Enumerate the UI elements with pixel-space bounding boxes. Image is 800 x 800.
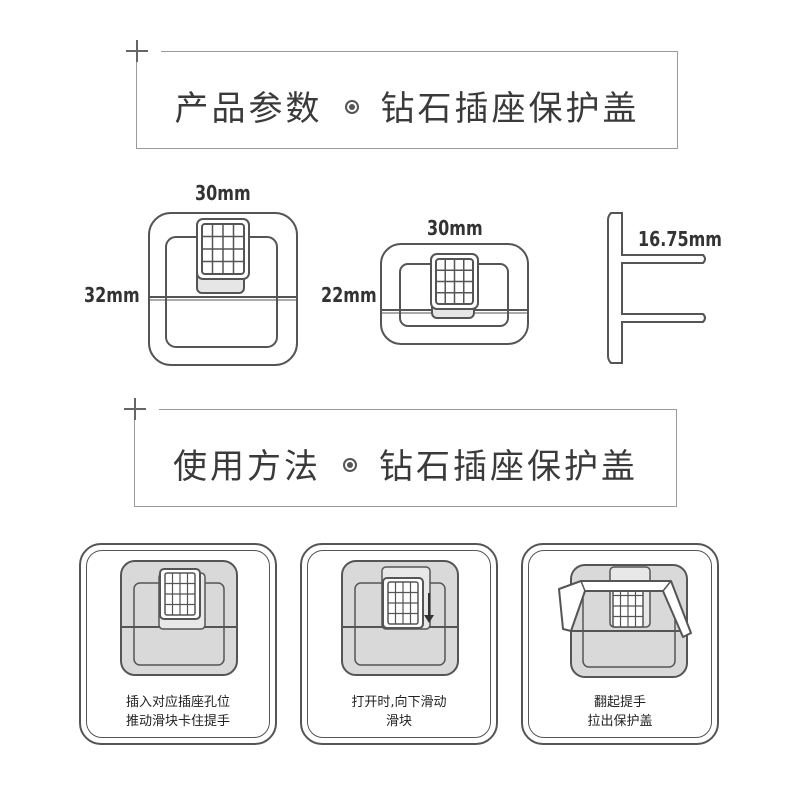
bullet-icon: [343, 457, 357, 472]
step-instructions: 翻起提手 拉出保护盖: [587, 695, 653, 729]
header-divider: [161, 51, 677, 52]
small-height-label: 22mm: [321, 283, 377, 307]
step2-illustration: [341, 560, 459, 676]
side-depth-label: 16.75mm: [638, 227, 722, 251]
step-instructions: 打开时,向下滑动 滑块: [351, 695, 447, 729]
step-card-inner: [307, 550, 491, 738]
small-width-label: 30mm: [427, 216, 483, 240]
section-title: 产品参数钻石插座保护盖: [174, 89, 640, 129]
step-card-3: 翻起提手 拉出保护盖: [521, 543, 719, 745]
header-divider: [159, 409, 676, 410]
step-card-2: 打开时,向下滑动 滑块: [300, 543, 498, 745]
section-title: 使用方法钻石插座保护盖: [173, 447, 638, 487]
step-card-1: 插入对应插座孔位 推动滑块卡住提手: [79, 543, 277, 745]
step-card-inner: [86, 550, 270, 738]
large-height-label: 32mm: [84, 283, 140, 307]
plus-icon: [123, 37, 151, 65]
step3-illustration: [558, 564, 692, 678]
step1-illustration: [120, 560, 238, 676]
section-header-usage: 使用方法钻石插座保护盖: [124, 398, 677, 507]
bullet-icon: [344, 99, 359, 114]
step-instructions: 插入对应插座孔位 推动滑块卡住提手: [125, 695, 230, 729]
section-header-params: 产品参数钻石插座保护盖: [126, 40, 678, 149]
step-card-inner: [528, 550, 712, 738]
plus-icon: [121, 395, 149, 423]
large-width-label: 30mm: [195, 181, 251, 205]
